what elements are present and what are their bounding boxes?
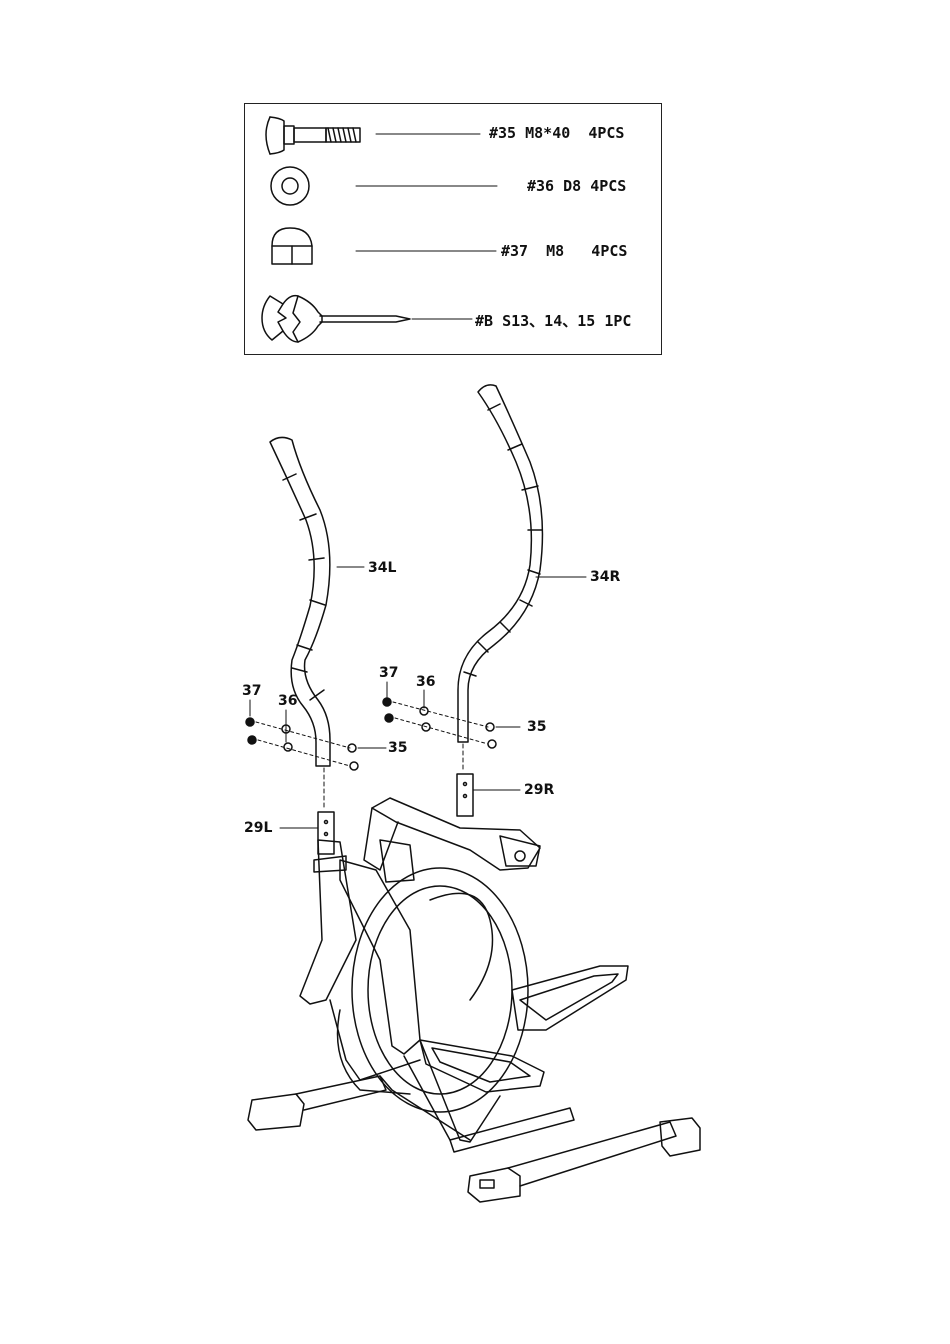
callout-left-35: 35 bbox=[388, 740, 407, 756]
post-29L bbox=[318, 812, 334, 854]
right-hardware bbox=[383, 682, 520, 748]
callout-29L: 29L bbox=[244, 820, 272, 836]
callout-right-37: 37 bbox=[379, 665, 398, 681]
callout-34R: 34R bbox=[590, 569, 620, 585]
cap-nut-icon bbox=[272, 228, 312, 264]
handlebar-34R bbox=[458, 385, 542, 742]
callout-34L: 34L bbox=[368, 560, 396, 576]
carriage-bolt-icon bbox=[266, 117, 360, 154]
post-29R bbox=[457, 774, 473, 816]
elliptical-frame bbox=[248, 798, 700, 1202]
callout-right-36: 36 bbox=[416, 674, 435, 690]
callout-left-37: 37 bbox=[242, 683, 261, 699]
handlebar-34L bbox=[270, 437, 330, 766]
callout-29R: 29R bbox=[524, 782, 554, 798]
part-label-B: #B S13、14、15 1PC bbox=[475, 310, 631, 331]
callout-left-36: 36 bbox=[278, 693, 297, 709]
part-label-37: #37 M8 4PCS bbox=[501, 242, 627, 260]
washer-icon bbox=[271, 167, 309, 205]
callout-right-35: 35 bbox=[527, 719, 546, 735]
part-label-36: #36 D8 4PCS bbox=[527, 177, 626, 195]
part-label-35: #35 M8*40 4PCS bbox=[489, 124, 624, 142]
wrench-screwdriver-icon bbox=[262, 296, 410, 342]
